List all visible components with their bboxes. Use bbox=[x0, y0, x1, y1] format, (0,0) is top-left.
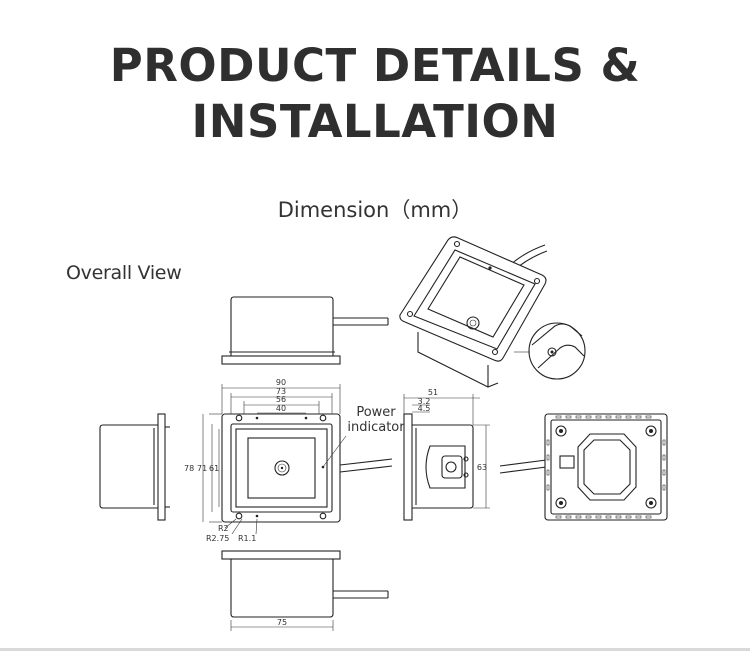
dim-90: 90 bbox=[276, 378, 286, 387]
dim-75: 75 bbox=[277, 618, 287, 627]
dim-r1-1: R1.1 bbox=[238, 534, 256, 543]
isometric-view bbox=[399, 236, 586, 388]
dim-78: 78 bbox=[184, 464, 194, 473]
dim-51: 51 bbox=[428, 388, 438, 397]
title-line-1: PRODUCT DETAILS & bbox=[109, 39, 641, 92]
front-view bbox=[202, 384, 393, 535]
dim-56: 56 bbox=[276, 395, 286, 404]
top-view bbox=[221, 296, 389, 365]
dim-71: 71 bbox=[197, 464, 207, 473]
dimension-labels: 90 73 56 40 78 71 61 R2 R2.75 R1.1 51 3.… bbox=[184, 378, 487, 627]
page-title: PRODUCT DETAILS & INSTALLATION bbox=[0, 38, 750, 150]
title-line-2: INSTALLATION bbox=[191, 95, 559, 148]
dim-73: 73 bbox=[276, 387, 286, 396]
dim-4-5: 4.5 bbox=[418, 404, 431, 413]
callout-labels: Power indicator bbox=[347, 405, 405, 435]
back-view bbox=[499, 413, 668, 521]
dim-3-2: 3.2 bbox=[418, 397, 431, 406]
dim-61: 61 bbox=[209, 464, 219, 473]
dim-63: 63 bbox=[477, 463, 487, 472]
dim-r2-75: R2.75 bbox=[206, 534, 229, 543]
dim-r2: R2 bbox=[218, 524, 229, 533]
bottom-view bbox=[221, 550, 389, 631]
dimension-subtitle: Dimension（mm） bbox=[277, 198, 473, 222]
power-indicator-label-2: indicator bbox=[347, 420, 405, 435]
bottom-divider bbox=[0, 648, 750, 651]
left-side-view bbox=[99, 413, 170, 521]
power-indicator-label-1: Power bbox=[356, 405, 396, 420]
right-side-view bbox=[403, 394, 490, 521]
dim-40: 40 bbox=[276, 404, 286, 413]
overall-view-label: Overall View bbox=[66, 262, 182, 284]
